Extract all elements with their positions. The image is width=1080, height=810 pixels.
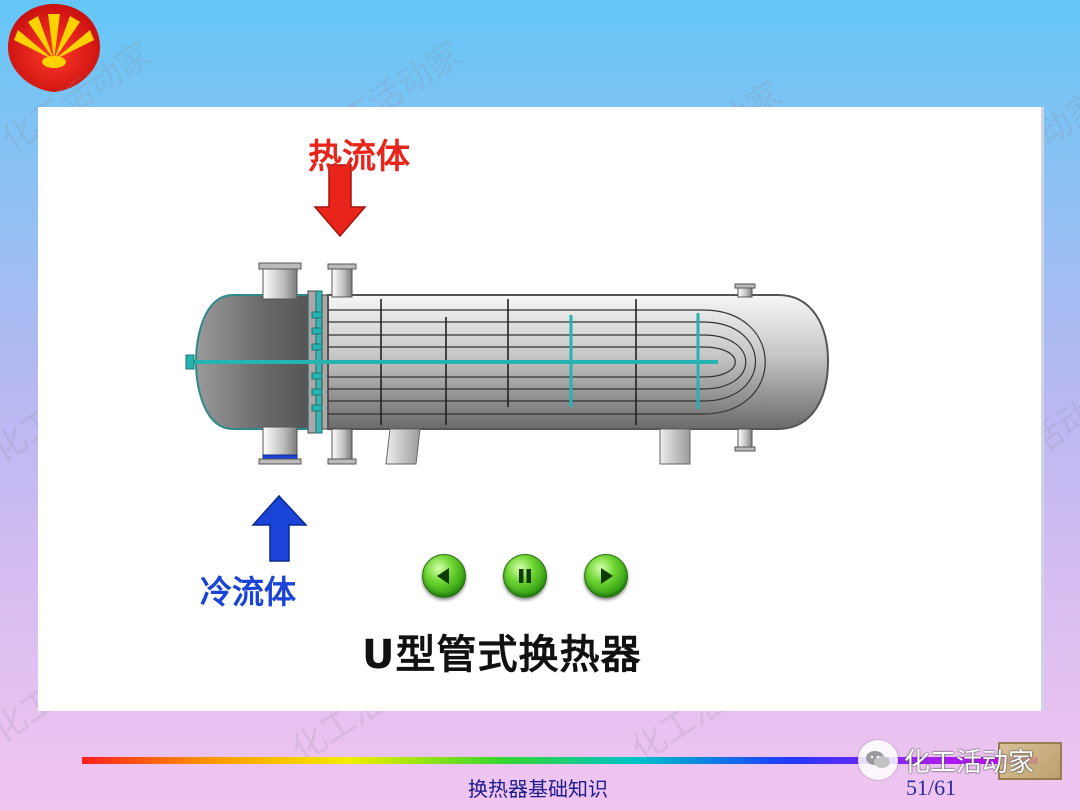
prev-triangle-icon [437,568,449,584]
page-number: 51/61 [906,775,957,800]
cold-fluid-arrow [251,494,308,562]
brand-name: 化工活动家 [904,747,1035,778]
panel-edge [1041,107,1044,711]
company-logo [8,4,100,92]
wechat-icon [858,740,898,780]
next-button[interactable] [584,554,628,598]
pause-button[interactable] [503,554,547,598]
pause-icon [519,569,531,583]
prev-button[interactable] [422,554,466,598]
rainbow-divider [82,757,1038,764]
brand-watermark: 化工活动家 [858,740,1034,780]
next-triangle-icon [601,568,613,584]
u-tube-heat-exchanger-diagram [185,164,830,562]
cold-fluid-label: 冷流体 [200,573,297,611]
hot-fluid-arrow [313,164,367,238]
footer-title: 换热器基础知识 [468,777,608,801]
slide-panel: 热流体 冷流体 U型管式换热器 [38,107,1044,711]
diagram-caption: U型管式换热器 [362,632,642,678]
corner-decoration [998,742,1062,780]
hot-fluid-label: 热流体 [308,137,410,177]
